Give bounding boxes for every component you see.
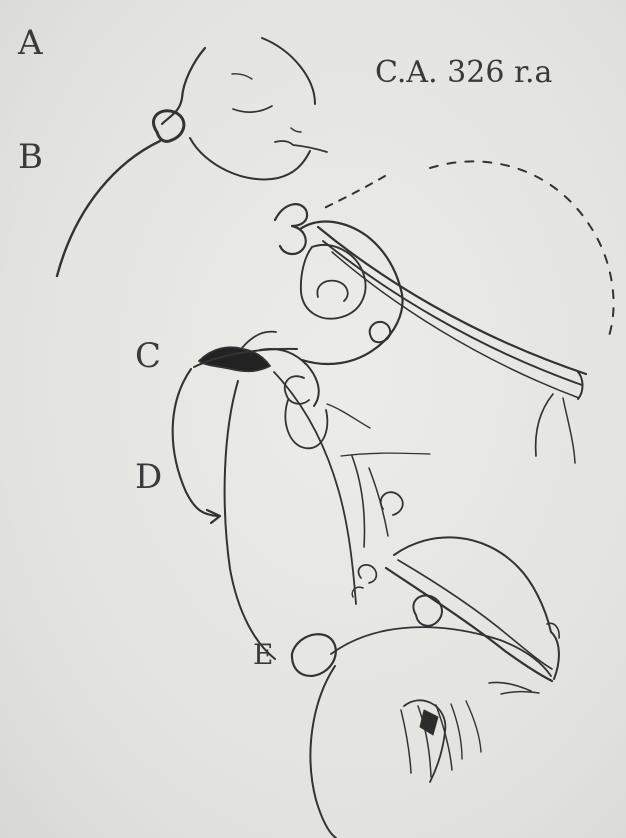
- mouth-stroke: [233, 106, 272, 112]
- small-mark-2: [232, 74, 252, 79]
- lower-strap-bottom: [386, 568, 552, 681]
- e-region-long-curve: [331, 627, 551, 676]
- head-arc-stroke: [262, 38, 315, 104]
- d-region-outer-curve: [173, 369, 218, 516]
- lower-strap-inner: [398, 560, 552, 669]
- figure-caption: C.A. 326 r.a: [375, 58, 552, 88]
- c-region-curve: [242, 332, 276, 348]
- nose-stroke: [153, 111, 183, 142]
- lower-curve-join: [489, 682, 531, 691]
- chin-curve-stroke: [57, 141, 160, 276]
- mouth-detail-stroke: [275, 141, 327, 152]
- small-mark-1: [291, 128, 301, 132]
- thin-link-line: [327, 404, 370, 428]
- fiber-shading: [420, 710, 438, 735]
- fiber-cluster-1: [401, 710, 411, 773]
- label-d: D: [135, 460, 162, 494]
- vertical-thread-2: [369, 468, 388, 536]
- cartilage-outline: [300, 222, 403, 364]
- label-a: A: [18, 26, 43, 60]
- right-strand-2: [563, 398, 575, 463]
- small-loop-lower-2: [352, 587, 363, 597]
- label-c: C: [135, 339, 161, 373]
- band-mid-stroke: [323, 241, 582, 385]
- small-loop-lower: [358, 565, 376, 583]
- long-left-curve: [225, 381, 275, 659]
- small-loop-mid: [381, 492, 403, 515]
- band-end-stroke: [578, 372, 583, 399]
- cartilage-ring: [370, 322, 390, 342]
- lower-strap-end: [551, 632, 559, 679]
- lower-long-curve: [310, 666, 336, 838]
- dashed-connector: [320, 176, 385, 210]
- right-strand-1: [536, 394, 553, 456]
- fiber-cluster-5: [466, 701, 481, 752]
- cartilage-loop: [317, 281, 347, 301]
- a-label-line: [341, 453, 430, 456]
- face-profile-stroke: [162, 48, 205, 124]
- band-top-stroke: [318, 227, 586, 374]
- band-bottom-stroke: [332, 252, 579, 398]
- e-region-inner-loop: [413, 595, 441, 625]
- e-region-oval: [292, 634, 336, 676]
- vertical-thread-1: [352, 456, 365, 547]
- fiber-cluster-4: [451, 704, 462, 759]
- small-oval-center: [285, 400, 327, 448]
- dashed-upper-arc: [430, 161, 614, 339]
- lower-connector: [501, 692, 539, 694]
- label-e: E: [253, 641, 273, 669]
- label-b: B: [18, 140, 43, 174]
- upper-knot-stroke: [275, 204, 307, 254]
